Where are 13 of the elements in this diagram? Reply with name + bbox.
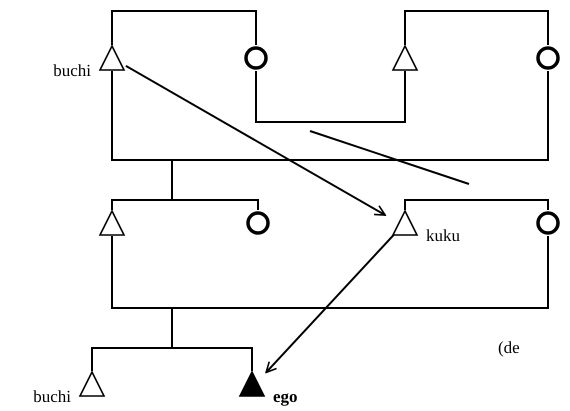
- name-label: buchi: [53, 62, 91, 79]
- name-label: kuku: [426, 227, 460, 244]
- note-text: (de: [498, 338, 520, 358]
- kinship-line: [255, 71, 406, 123]
- arrow: [265, 234, 395, 374]
- name-label: ego: [273, 388, 298, 405]
- kinship-line: [404, 199, 549, 210]
- kinship-line: [111, 199, 259, 210]
- arrow: [125, 65, 386, 216]
- name-label: buchi: [33, 388, 71, 405]
- kinship-line: [91, 347, 253, 371]
- kinship-line: [111, 10, 257, 45]
- kinship-line: [404, 10, 549, 45]
